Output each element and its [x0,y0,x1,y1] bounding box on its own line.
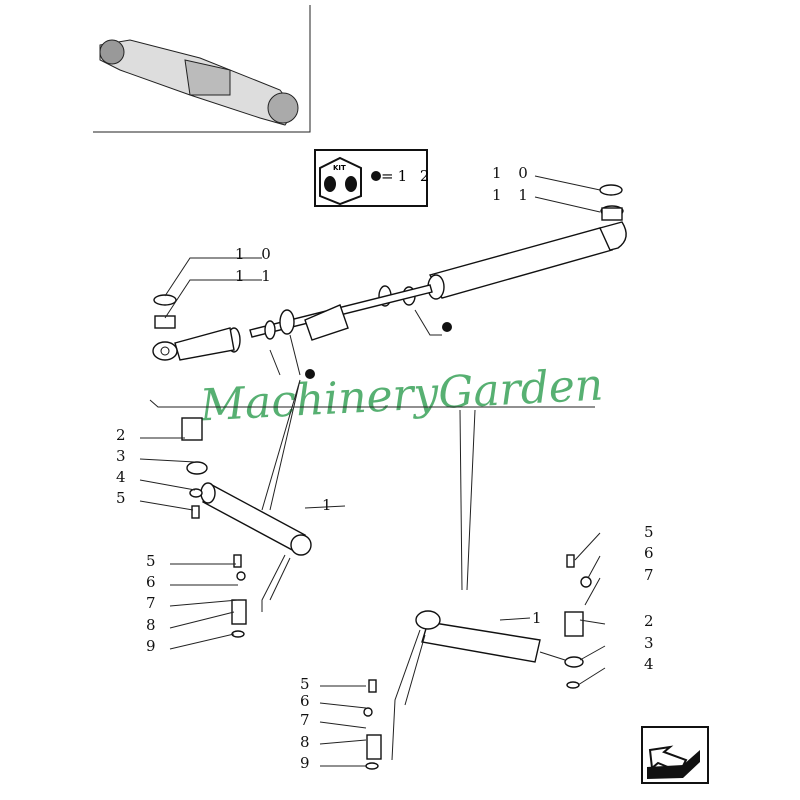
bullet-icon [371,171,381,181]
callout-3: 3 [644,634,660,652]
axle-overview-inset[interactable] [93,5,311,133]
callout-5: 5 [644,523,660,541]
callout-3: 3 [116,447,132,465]
callout-4: 4 [116,468,132,486]
callout-2: 2 [116,426,132,444]
callout-6: 6 [300,692,316,710]
callout-2: 2 [644,612,660,630]
callout-8: 8 [300,733,316,751]
callout-1: 1 [322,496,338,514]
callout-10: 1 0 [492,164,534,182]
kit-box: KIT =1 2 [314,149,433,207]
callout-5: 5 [146,552,162,570]
callout-4: 4 [644,655,660,673]
callout-10: 1 0 [235,245,277,263]
right-cylinder[interactable] [363,554,592,770]
leader-lines [139,175,606,767]
callout-11: 1 1 [235,267,277,285]
watermark: MachineryGarden [198,359,605,431]
callout-7: 7 [644,566,660,584]
callout-6: 6 [146,573,162,591]
callout-1: 1 [532,609,548,627]
kit-bullet-icon [442,322,452,332]
callout-5: 5 [116,489,132,507]
callout-5: 5 [300,675,316,693]
callout-9: 9 [146,637,162,655]
callout-6: 6 [644,544,660,562]
callout-11: 1 1 [492,186,534,204]
kit-quantity: =1 2 [381,167,433,185]
callout-7: 7 [300,711,316,729]
exploded-cylinder[interactable] [152,184,627,361]
callout-9: 9 [300,754,316,772]
kit-bullet-icon [305,369,315,379]
kit-cube-icon [319,156,362,206]
kit-label: KIT [333,164,346,172]
callout-8: 8 [146,616,162,634]
callout-7: 7 [146,594,162,612]
left-cylinder[interactable] [181,417,312,638]
back-arrow-button[interactable] [641,726,709,784]
